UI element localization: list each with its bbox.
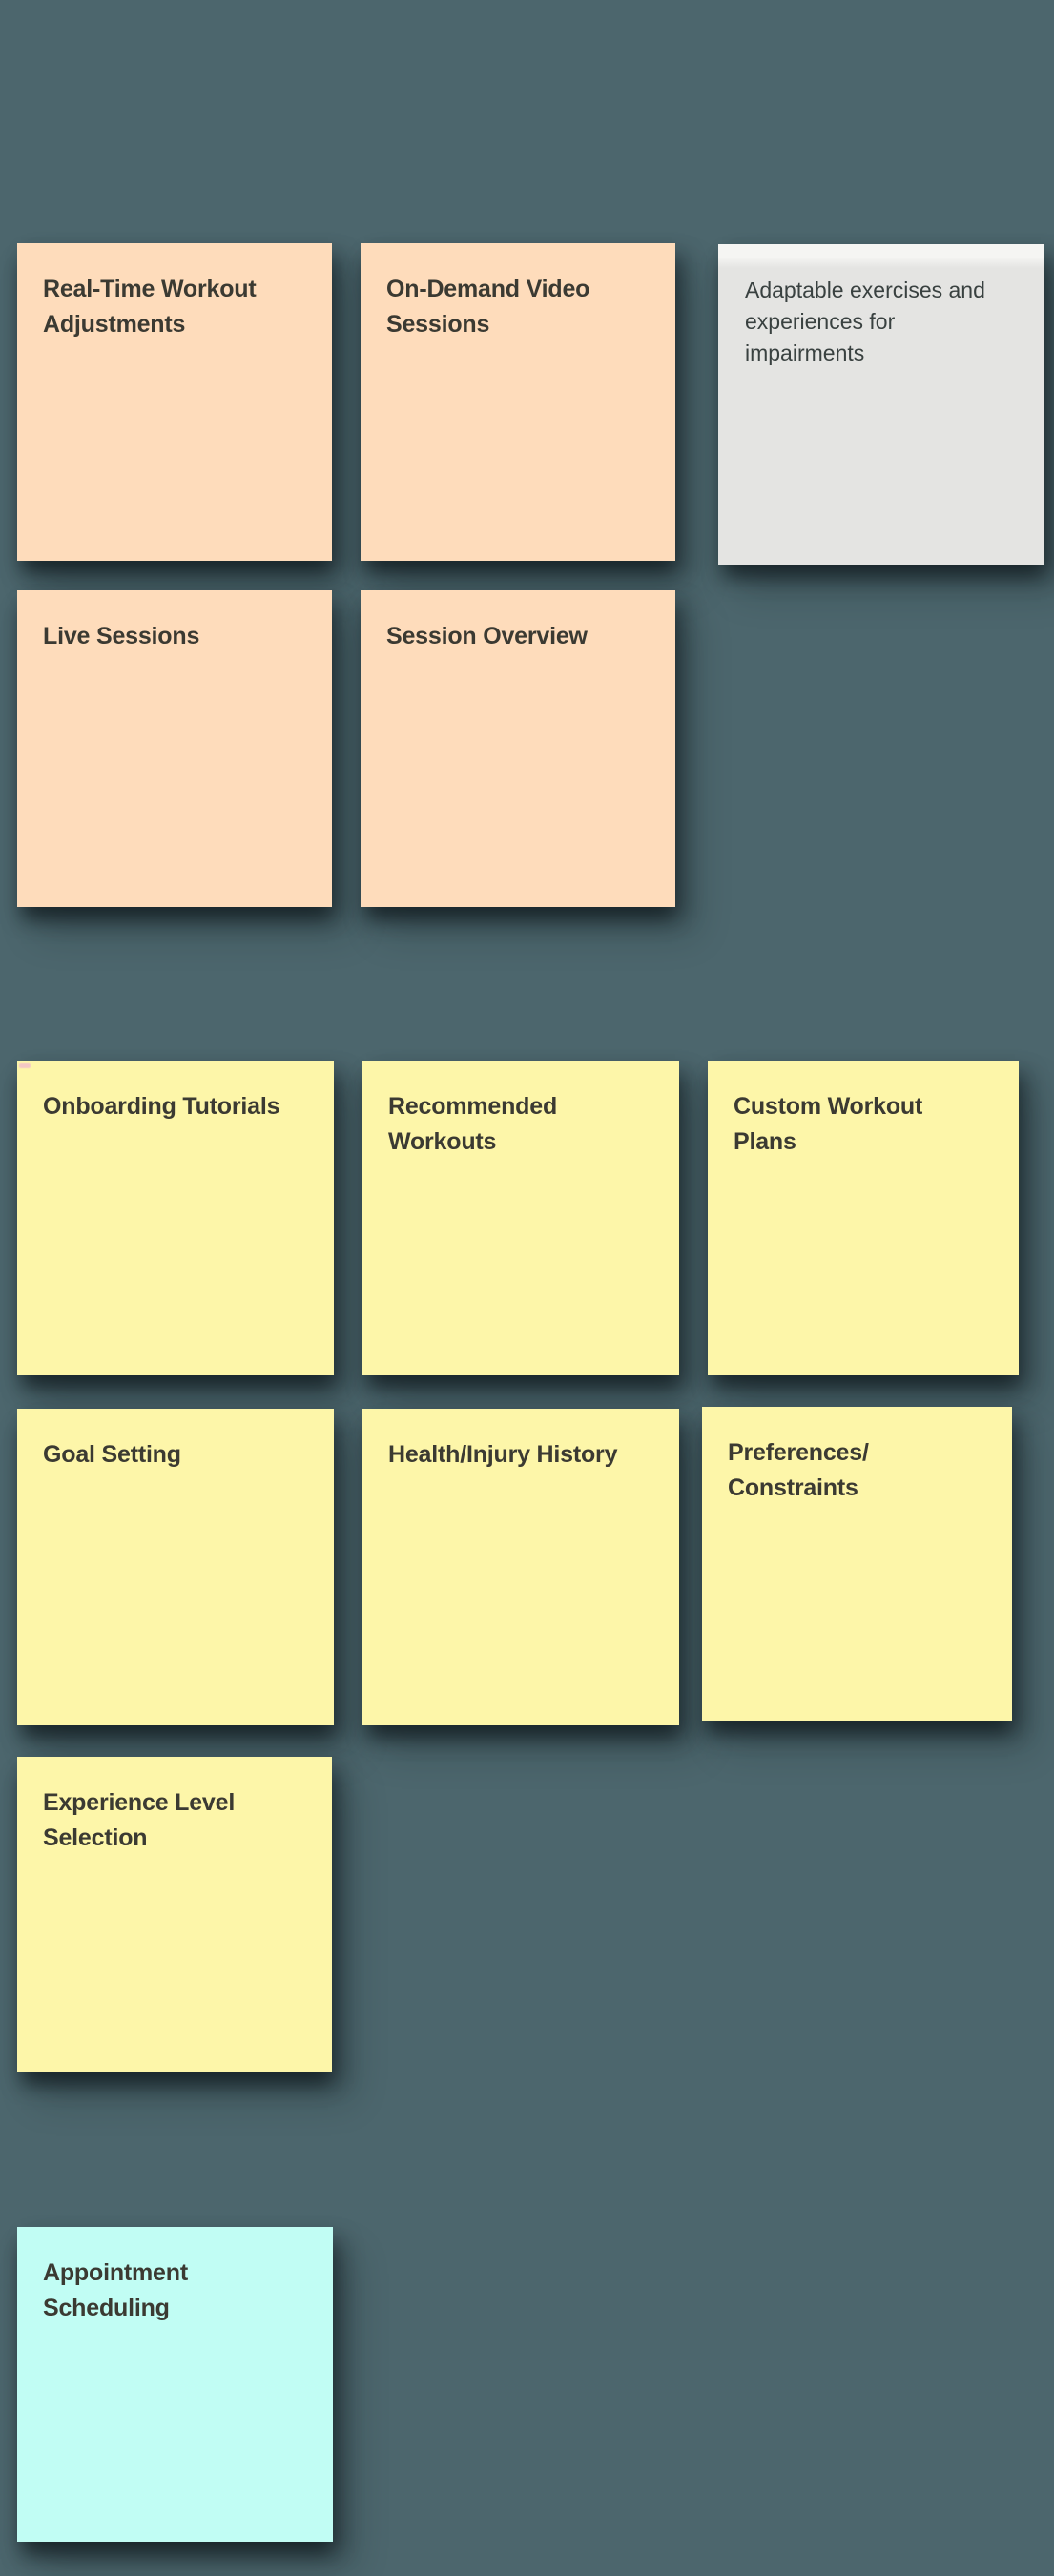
sticky-note-text: Live Sessions — [43, 623, 200, 649]
sticky-note-adaptable-exercises[interactable]: Adaptable exercises and experiences for … — [718, 244, 1044, 565]
sticky-note-session-overview[interactable]: Session Overview — [361, 590, 675, 907]
sticky-note-text: Preferences/ Constraints — [728, 1439, 869, 1501]
sticky-note-text: Appointment Scheduling — [43, 2259, 188, 2321]
sticky-note-appointment-scheduling[interactable]: Appointment Scheduling — [17, 2227, 333, 2542]
sticky-note-text: On-Demand Video Sessions — [386, 276, 590, 338]
sticky-note-text: Adaptable exercises and experiences for … — [745, 278, 985, 365]
sticky-note-text: Onboarding Tutorials — [43, 1093, 280, 1120]
sticky-note-text: Custom Workout Plans — [734, 1093, 923, 1155]
sticky-note-real-time-workout-adjustments[interactable]: Real-Time Workout Adjustments — [17, 243, 332, 561]
sticky-note-text: Real-Time Workout Adjustments — [43, 276, 257, 338]
sticky-note-goal-setting[interactable]: Goal Setting — [17, 1409, 334, 1725]
sticky-note-live-sessions[interactable]: Live Sessions — [17, 590, 332, 907]
sticky-note-recommended-workouts[interactable]: Recommended Workouts — [362, 1061, 679, 1375]
sticky-note-text: Session Overview — [386, 623, 588, 649]
sticky-note-text: Experience Level Selection — [43, 1789, 236, 1851]
sticky-note-custom-workout-plans[interactable]: Custom Workout Plans — [708, 1061, 1019, 1375]
sticky-note-text: Health/Injury History — [388, 1441, 618, 1468]
sticky-note-experience-level-selection[interactable]: Experience Level Selection — [17, 1757, 332, 2072]
sticky-note-health-injury-history[interactable]: Health/Injury History — [362, 1409, 679, 1725]
sticky-note-preferences-constraints[interactable]: Preferences/ Constraints — [702, 1407, 1012, 1721]
collaborator-cursor-artifact — [19, 1063, 31, 1068]
sticky-note-onboarding-tutorials[interactable]: Onboarding Tutorials — [17, 1061, 334, 1375]
sticky-note-text: Goal Setting — [43, 1441, 181, 1468]
sticky-note-text: Recommended Workouts — [388, 1093, 558, 1155]
sticky-note-on-demand-video-sessions[interactable]: On-Demand Video Sessions — [361, 243, 675, 561]
